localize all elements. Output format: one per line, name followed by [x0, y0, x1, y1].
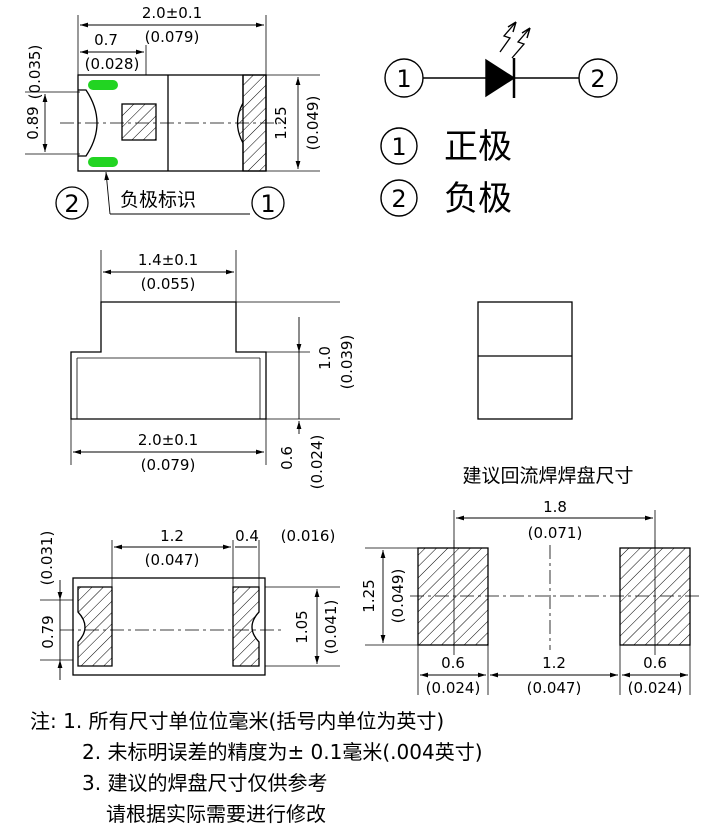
- side-bottom-dim-inch: (0.079): [141, 456, 196, 474]
- note-3: 3. 建议的焊盘尺寸仅供参考: [82, 771, 328, 795]
- top-height-dim: 1.25: [272, 106, 290, 139]
- note-2: 2. 未标明误差的精度为± 0.1毫米(.004英寸): [82, 740, 483, 764]
- bottom-right-dim-inch: (0.041): [322, 600, 340, 655]
- pad-height-dim: 1.25: [360, 579, 378, 612]
- top-left-dim-inch: (0.035): [26, 45, 44, 100]
- top-left-dim: 0.89: [24, 106, 42, 139]
- side-height-dim-inch: (0.039): [338, 335, 356, 390]
- top-view: [25, 15, 320, 220]
- bottom-view: [40, 540, 340, 680]
- pad-layout: [365, 510, 700, 695]
- top-height-dim-inch: (0.049): [304, 96, 322, 151]
- top-pad-dim-inch: (0.028): [85, 55, 140, 73]
- legend-anode: 正极: [444, 127, 512, 167]
- pin-2-marker: 2: [64, 190, 79, 218]
- pad-gap-dim-inch: (0.047): [527, 679, 582, 697]
- side-top-dim: 1.4±0.1: [138, 251, 198, 269]
- pad-right-dim: 0.6: [643, 654, 667, 672]
- legend-num-2: 2: [391, 185, 406, 213]
- pad-right-dim-inch: (0.024): [628, 679, 683, 697]
- pad-layout-title: 建议回流焊焊盘尺寸: [462, 465, 633, 487]
- pad-span-dim-inch: (0.071): [528, 524, 583, 542]
- bottom-pad-dim-inch: (0.016): [281, 527, 336, 545]
- end-view: [477, 301, 573, 420]
- pad-gap-dim: 1.2: [542, 654, 566, 672]
- legend-cathode: 负极: [444, 179, 512, 219]
- cathode-label: 负极标识: [120, 189, 196, 211]
- notes-prefix: 注:: [30, 709, 57, 733]
- symbol-pin-1: 1: [396, 65, 411, 93]
- top-width-dim: 2.0±0.1: [142, 4, 202, 22]
- bottom-gap-dim: 1.2: [160, 527, 184, 545]
- led-symbol: [380, 21, 618, 217]
- cathode-mark-bottom: [88, 157, 118, 167]
- pad-span-dim: 1.8: [543, 498, 567, 516]
- side-base-dim-inch: (0.024): [308, 435, 326, 490]
- top-pad-dim: 0.7: [94, 31, 118, 49]
- bottom-right-dim: 1.05: [293, 610, 311, 643]
- pin-1-marker: 1: [260, 190, 275, 218]
- legend-num-1: 1: [391, 133, 406, 161]
- bottom-gap-dim-inch: (0.047): [145, 551, 200, 569]
- side-view: [70, 250, 340, 465]
- led-die: [121, 103, 157, 141]
- led-package-drawing: 2.0±0.1 (0.079) 0.7 (0.028) 1.25 (0.049)…: [24, 4, 700, 697]
- notes-block: 注: 1. 所有尺寸单位位毫米(括号内单位为英寸) 2. 未标明误差的精度为± …: [30, 706, 483, 830]
- top-width-dim-inch: (0.079): [145, 28, 200, 46]
- side-bottom-dim: 2.0±0.1: [138, 431, 198, 449]
- note-3-continued: 请根据实际需要进行修改: [106, 802, 326, 826]
- pad-left-dim-inch: (0.024): [426, 679, 481, 697]
- pad-height-dim-inch: (0.049): [389, 569, 407, 624]
- bottom-pad-dim: 0.4: [235, 527, 259, 545]
- side-height-dim: 1.0: [316, 346, 334, 370]
- note-1-text: 1. 所有尺寸单位位毫米(括号内单位为英寸): [63, 709, 445, 733]
- bottom-left-dim-inch: (0.031): [38, 531, 56, 586]
- side-base-dim: 0.6: [278, 446, 296, 470]
- cathode-mark-top: [88, 80, 118, 90]
- symbol-pin-2: 2: [590, 65, 605, 93]
- side-top-dim-inch: (0.055): [141, 275, 196, 293]
- pad-left-dim: 0.6: [441, 654, 465, 672]
- bottom-left-dim: 0.79: [39, 615, 57, 648]
- note-1: 注: 1. 所有尺寸单位位毫米(括号内单位为英寸): [30, 706, 483, 737]
